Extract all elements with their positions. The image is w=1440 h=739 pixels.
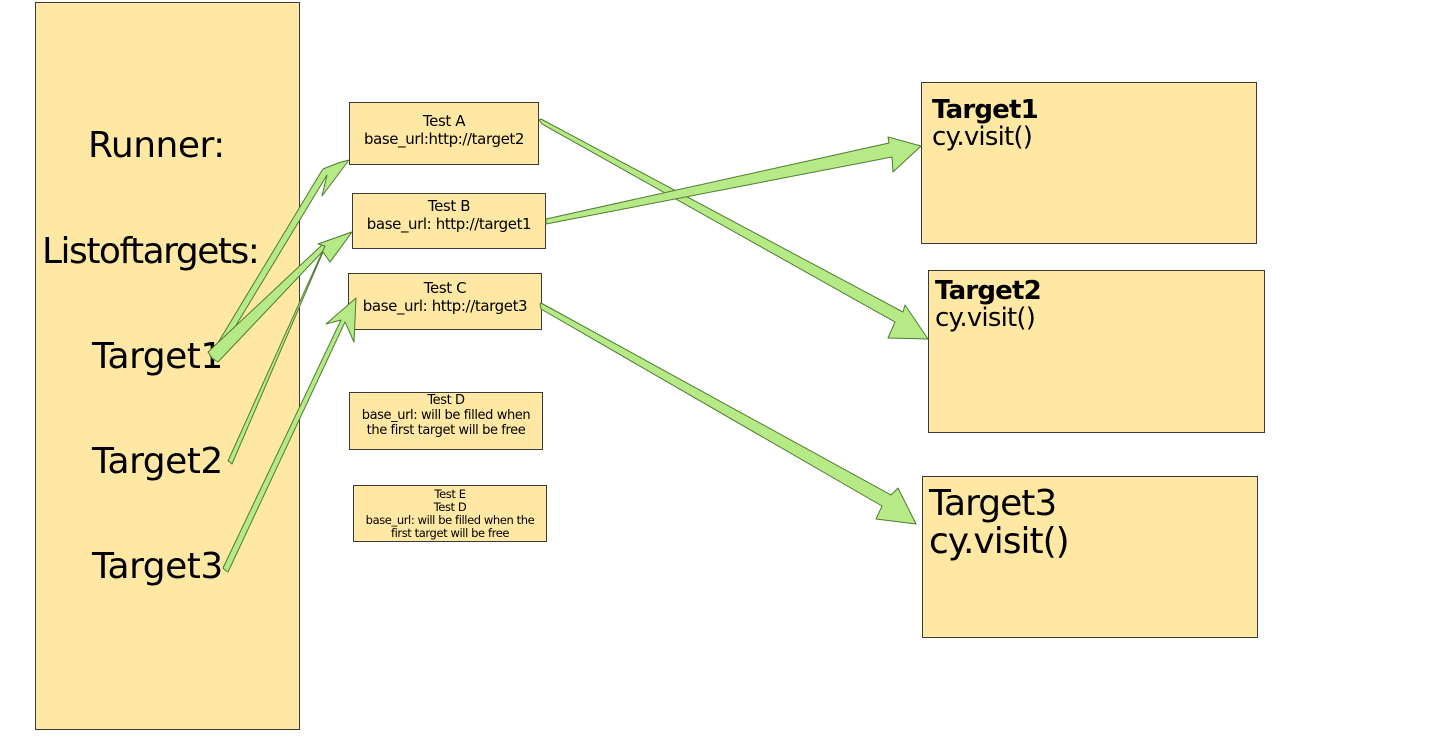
test-c-box: Test C base_url: http://target3 <box>348 273 542 330</box>
list-of-targets-label: Listoftargets: <box>42 231 260 272</box>
test-d-line-1: base_url: will be filled when <box>361 407 531 423</box>
test-b-base-url: base_url: http://target1 <box>366 215 532 233</box>
test-d-box: Test D base_url: will be filled when the… <box>349 392 543 450</box>
target-2-box: Target2 cy.visit() <box>928 270 1265 433</box>
test-c-base-url: base_url: http://target3 <box>362 297 528 315</box>
arrow-test-a-to-target2 <box>538 118 929 340</box>
target-3-title: Target3 <box>929 483 1057 524</box>
arrow-test-c-to-target3 <box>539 302 917 525</box>
target-3-box: Target3 cy.visit() <box>922 476 1258 638</box>
runner-target-3: Target3 <box>92 546 223 587</box>
test-e-title: Test E <box>434 487 466 501</box>
test-b-box: Test B base_url: http://target1 <box>352 193 546 249</box>
target-2-title: Target2 <box>935 276 1042 306</box>
target-3-call: cy.visit() <box>929 520 1070 562</box>
test-c-title: Test C <box>423 279 467 297</box>
arrow-test-b-to-target1 <box>545 136 922 225</box>
test-b-title: Test B <box>427 197 471 215</box>
target-1-box: Target1 cy.visit() <box>921 82 1257 244</box>
runner-panel: Runner: Listoftargets: Target1 Target2 T… <box>35 2 300 730</box>
test-a-base-url: base_url:http://target2 <box>363 130 525 148</box>
target-1-title: Target1 <box>932 95 1039 125</box>
test-e-line-1: Test D <box>433 499 467 514</box>
runner-target-2: Target2 <box>92 441 223 482</box>
target-2-call: cy.visit() <box>935 303 1036 334</box>
test-e-line-2: base_url: will be filled when the <box>365 512 535 527</box>
test-d-line-2: the first target will be free <box>366 422 526 438</box>
test-d-title: Test D <box>427 393 465 408</box>
test-a-title: Test A <box>422 112 466 130</box>
target-1-call: cy.visit() <box>932 122 1033 153</box>
test-e-box: Test E Test D base_url: will be filled w… <box>353 485 547 542</box>
test-e-line-3: first target will be free <box>390 525 510 540</box>
test-a-box: Test A base_url:http://target2 <box>349 102 539 165</box>
runner-target-1: Target1 <box>92 336 223 377</box>
runner-title: Runner: <box>88 125 225 166</box>
